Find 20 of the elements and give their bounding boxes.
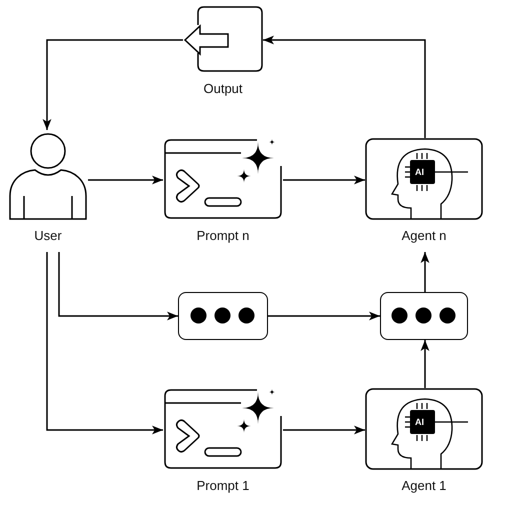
arrow xyxy=(283,426,365,434)
node-label: Agent n xyxy=(402,228,446,244)
chip-label: AI xyxy=(415,167,424,177)
ellipsis-box xyxy=(178,292,268,340)
arrow xyxy=(263,36,426,138)
arrow xyxy=(46,252,163,434)
node-label: Prompt n xyxy=(196,228,250,244)
chip-label: AI xyxy=(415,417,424,427)
arrow xyxy=(420,252,430,292)
arrow xyxy=(283,176,365,184)
node-label: Output xyxy=(203,81,243,97)
node-label: User xyxy=(34,228,62,244)
arrow xyxy=(420,340,430,388)
arrow xyxy=(88,176,163,184)
arrow xyxy=(58,252,178,320)
node-label: Prompt 1 xyxy=(196,478,250,494)
arrow xyxy=(268,312,380,320)
node-label: Agent 1 xyxy=(402,478,446,494)
arrow xyxy=(42,39,183,130)
ellipsis-box xyxy=(380,292,468,340)
